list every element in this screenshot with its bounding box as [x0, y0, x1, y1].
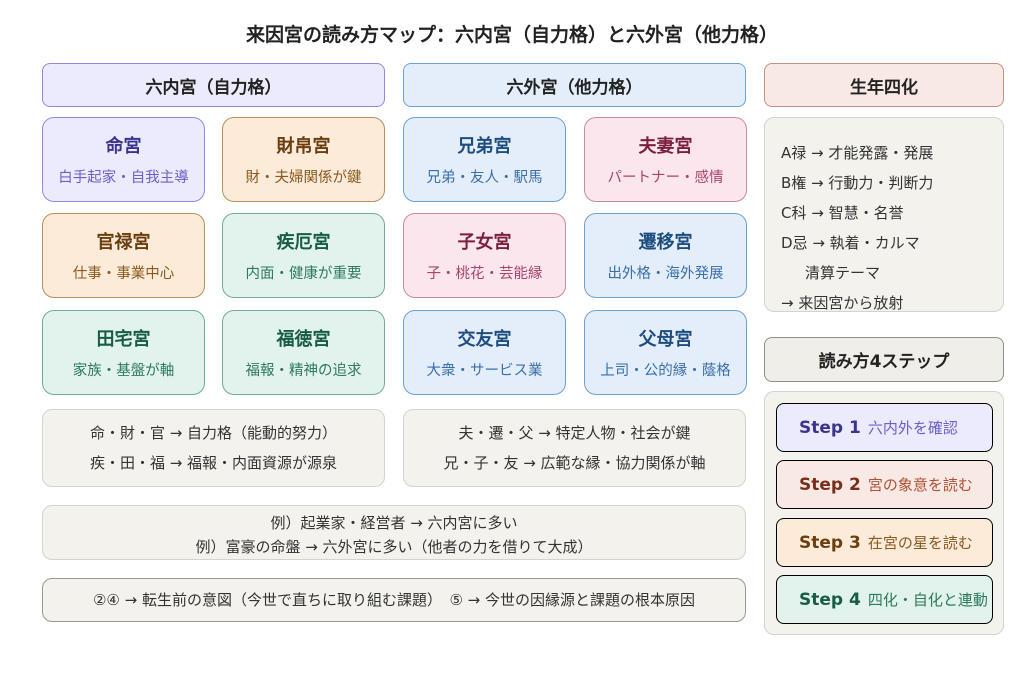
- palace-desc: 仕事・事業中心: [72, 266, 175, 282]
- palace-card-kyodai: 兄弟宮兄弟・友人・駅馬: [403, 117, 566, 202]
- sika-line: B権 → 行動力・判断力: [781, 174, 934, 192]
- summary-line: 夫・遷・父 → 特定人物・社会が鍵: [458, 424, 691, 442]
- palace-name: 交友宮: [457, 329, 512, 350]
- palace-name: 夫妻宮: [638, 136, 693, 157]
- outer-summary-box: 夫・遷・父 → 特定人物・社会が鍵 兄・子・友 → 広範な縁・協力関係が軸: [403, 409, 746, 487]
- palace-desc: 福報・精神の追求: [245, 363, 362, 379]
- bottom-note-box: ②④ → 転生前の意図（今世で直ちに取り組む課題） ⑤ → 今世の因縁源と課題の…: [42, 578, 746, 622]
- step-label: Step 2: [799, 474, 861, 495]
- step-1: Step 1 六内外を確認: [776, 403, 993, 452]
- palace-card-koyu: 交友宮大衆・サービス業: [403, 310, 566, 395]
- palace-desc: 子・桃花・芸能縁: [426, 266, 543, 282]
- palace-desc: パートナー・感情: [607, 170, 724, 186]
- palace-desc: 兄弟・友人・駅馬: [426, 170, 543, 186]
- palace-card-mei: 命宮白手起家・自我主導: [42, 117, 205, 202]
- summary-line: 兄・子・友 → 広範な縁・協力関係が軸: [443, 454, 706, 472]
- sika-line: → 来因宮から放射: [781, 294, 904, 312]
- palace-card-fukutoku: 福徳宮福報・精神の追求: [222, 310, 385, 395]
- palace-name: 福徳宮: [276, 329, 331, 350]
- palace-name: 命宮: [105, 136, 142, 157]
- step-label: Step 4: [799, 589, 861, 610]
- sika-header: 生年四化: [764, 63, 1004, 107]
- step-text: 六内外を確認: [867, 419, 958, 437]
- example-line: 例）富豪の命盤 → 六外宮に多い（他者の力を借りて大成）: [195, 537, 593, 556]
- step-text: 在宮の星を読む: [867, 534, 973, 552]
- palace-desc: 上司・公的縁・蔭格: [600, 363, 731, 379]
- palace-desc: 大衆・サービス業: [426, 363, 543, 379]
- palace-desc: 出外格・海外発展: [607, 266, 724, 282]
- palace-name: 財帛宮: [276, 136, 331, 157]
- palace-name: 父母宮: [638, 329, 693, 350]
- outer-palaces-header: 六外宮（他力格）: [403, 63, 746, 107]
- palace-desc: 家族・基盤が軸: [72, 363, 175, 379]
- palace-desc: 財・夫婦関係が鍵: [245, 170, 362, 186]
- palace-card-fusai: 夫妻宮パートナー・感情: [584, 117, 747, 202]
- sika-box: A禄 → 才能発露・発展 B権 → 行動力・判断力 C科 → 智慧・名誉 D忌 …: [764, 117, 1004, 312]
- palace-name: 子女宮: [457, 232, 512, 253]
- sika-line: D忌 → 執着・カルマ: [781, 234, 920, 252]
- examples-box: 例）起業家・経営者 → 六内宮に多い 例）富豪の命盤 → 六外宮に多い（他者の力…: [42, 505, 746, 560]
- sika-line: 清算テーマ: [805, 264, 881, 282]
- summary-line: 命・財・官 → 自力格（能動的努力）: [89, 424, 338, 442]
- palace-card-shijo: 子女宮子・桃花・芸能縁: [403, 213, 566, 298]
- palace-card-dentaku: 田宅宮家族・基盤が軸: [42, 310, 205, 395]
- sika-line: C科 → 智慧・名誉: [781, 204, 904, 222]
- palace-name: 遷移宮: [638, 232, 693, 253]
- page-title: 来因宮の読み方マップ：六内宮（自力格）と六外宮（他力格）: [245, 24, 778, 46]
- palace-name: 疾厄宮: [276, 232, 331, 253]
- example-line: 例）起業家・経営者 → 六内宮に多い: [270, 513, 518, 532]
- palace-card-fubo: 父母宮上司・公的縁・蔭格: [584, 310, 747, 395]
- palace-card-zaihaku: 財帛宮財・夫婦関係が鍵: [222, 117, 385, 202]
- step-text: 宮の象意を読む: [867, 476, 973, 494]
- palace-card-shitsuyaku: 疾厄宮内面・健康が重要: [222, 213, 385, 298]
- palace-card-seni: 遷移宮出外格・海外発展: [584, 213, 747, 298]
- palace-card-kanroku: 官禄宮仕事・事業中心: [42, 213, 205, 298]
- step-4: Step 4 四化・自化と連動: [776, 575, 993, 624]
- inner-palaces-header: 六内宮（自力格）: [42, 63, 385, 107]
- palace-desc: 内面・健康が重要: [245, 266, 362, 282]
- summary-line: 疾・田・福 → 福報・内面資源が源泉: [89, 454, 338, 472]
- step-label: Step 1: [799, 417, 861, 438]
- inner-summary-box: 命・財・官 → 自力格（能動的努力） 疾・田・福 → 福報・内面資源が源泉: [42, 409, 385, 487]
- step-label: Step 3: [799, 532, 861, 553]
- palace-name: 田宅宮: [96, 329, 151, 350]
- palace-name: 兄弟宮: [457, 136, 512, 157]
- step-2: Step 2 宮の象意を読む: [776, 460, 993, 509]
- palace-name: 官禄宮: [96, 232, 151, 253]
- step-text: 四化・自化と連動: [867, 591, 988, 609]
- steps-header: 読み方4ステップ: [764, 337, 1004, 382]
- palace-desc: 白手起家・自我主導: [58, 170, 189, 186]
- sika-line: A禄 → 才能発露・発展: [781, 144, 934, 162]
- bottom-note: ②④ → 転生前の意図（今世で直ちに取り組む課題） ⑤ → 今世の因縁源と課題の…: [92, 591, 696, 609]
- step-3: Step 3 在宮の星を読む: [776, 518, 993, 567]
